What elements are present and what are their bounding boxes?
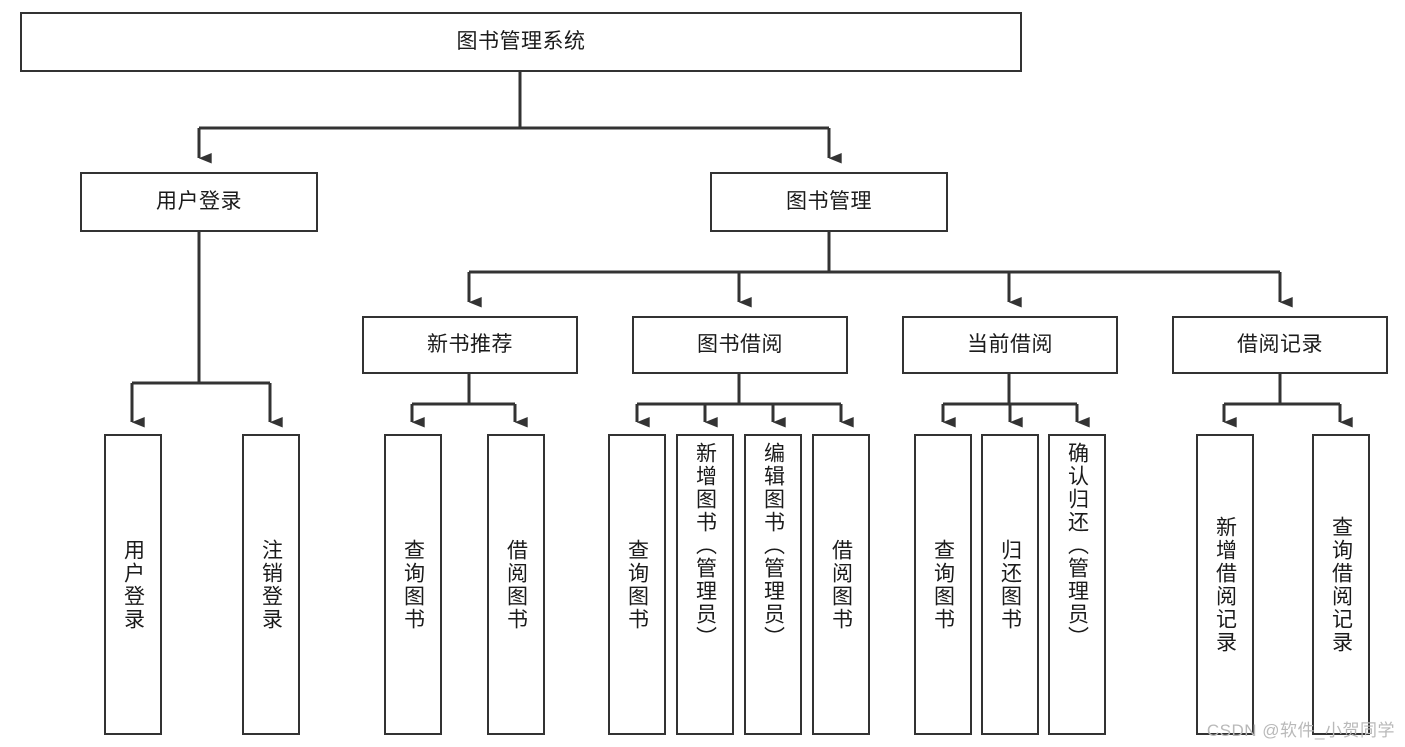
node-leaf-edit-book-label: 编辑图书（管理员） [761,442,785,649]
node-root-label: 图书管理系统 [456,29,586,53]
node-leaf-return-book[interactable]: 归还图书 [981,434,1039,735]
node-book-management[interactable]: 图书管理 [710,172,948,232]
node-borrow-record[interactable]: 借阅记录 [1172,316,1388,374]
node-leaf-query-book-3-label: 查询图书 [931,538,955,631]
node-leaf-user-login-label: 用户登录 [121,538,145,631]
node-leaf-logout-login[interactable]: 注销登录 [242,434,300,735]
node-leaf-query-record[interactable]: 查询借阅记录 [1312,434,1370,735]
node-current-borrow[interactable]: 当前借阅 [902,316,1118,374]
node-leaf-query-book-1-label: 查询图书 [401,538,425,631]
node-leaf-query-book-3[interactable]: 查询图书 [914,434,972,735]
node-leaf-borrow-book-1[interactable]: 借阅图书 [487,434,545,735]
node-current-borrow-label: 当前借阅 [967,332,1053,356]
csdn-watermark: CSDN @软件_小贺同学 [1206,721,1395,740]
node-leaf-confirm-return[interactable]: 确认归还（管理员） [1048,434,1106,735]
node-user-login[interactable]: 用户登录 [80,172,318,232]
node-leaf-confirm-return-label: 确认归还（管理员） [1065,442,1089,649]
node-book-management-label: 图书管理 [786,189,872,213]
node-book-borrow-label: 图书借阅 [697,332,783,356]
node-leaf-query-record-label: 查询借阅记录 [1329,515,1353,654]
node-book-borrow[interactable]: 图书借阅 [632,316,848,374]
node-leaf-user-login[interactable]: 用户登录 [104,434,162,735]
node-leaf-add-record[interactable]: 新增借阅记录 [1196,434,1254,735]
node-leaf-borrow-book-2-label: 借阅图书 [829,538,853,631]
node-borrow-record-label: 借阅记录 [1237,332,1323,356]
node-leaf-query-book-2[interactable]: 查询图书 [608,434,666,735]
node-leaf-query-book-1[interactable]: 查询图书 [384,434,442,735]
node-leaf-borrow-book-1-label: 借阅图书 [504,538,528,631]
node-new-book-recommend[interactable]: 新书推荐 [362,316,578,374]
node-leaf-add-record-label: 新增借阅记录 [1213,515,1237,654]
node-leaf-borrow-book-2[interactable]: 借阅图书 [812,434,870,735]
node-leaf-return-book-label: 归还图书 [998,538,1022,631]
node-new-book-recommend-label: 新书推荐 [427,332,513,356]
node-leaf-add-book[interactable]: 新增图书（管理员） [676,434,734,735]
node-root[interactable]: 图书管理系统 [20,12,1022,72]
node-leaf-logout-login-label: 注销登录 [259,538,283,631]
node-leaf-edit-book[interactable]: 编辑图书（管理员） [744,434,802,735]
node-leaf-add-book-label: 新增图书（管理员） [693,442,717,649]
connectors [130,72,1353,428]
node-leaf-query-book-2-label: 查询图书 [625,538,649,631]
node-user-login-label: 用户登录 [156,189,242,213]
